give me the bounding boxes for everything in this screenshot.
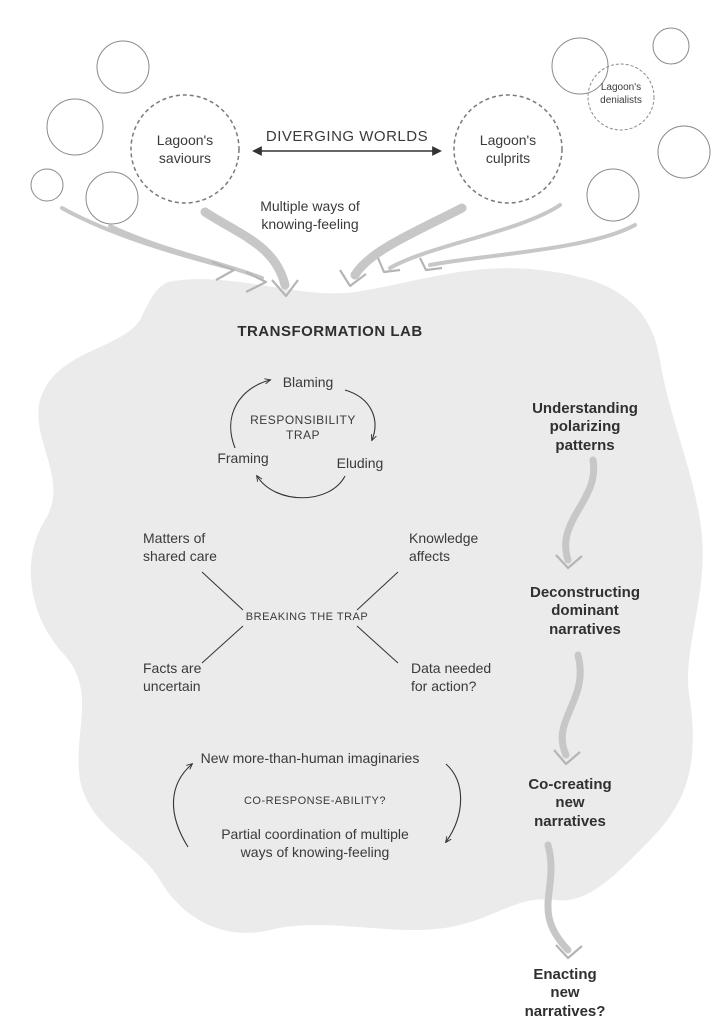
stakeholder-circle: [551, 37, 609, 95]
stakeholder-circle: [586, 168, 640, 222]
arrowhead: [555, 554, 583, 570]
shared-care-label: Matters of shared care: [143, 530, 217, 564]
diverging-worlds-label: DIVERGING WORLDS: [265, 128, 429, 145]
stakeholder-circle: [96, 40, 150, 94]
step-understanding: Understanding polarizing patterns: [532, 400, 638, 454]
trap-arc: [344, 389, 375, 440]
flow-arrow: [350, 203, 467, 280]
coordination-label: Partial coordination of multiple ways of…: [221, 826, 409, 860]
cross-line: [356, 571, 399, 611]
stakeholder-circle: [30, 168, 64, 202]
trap-center-label: RESPONSIBILITY TRAP: [250, 413, 356, 442]
arrowhead: [271, 279, 299, 298]
cross-line: [201, 625, 244, 664]
culprits-circle: [453, 94, 563, 204]
saviours-label: Lagoon's saviours: [156, 132, 214, 166]
cycle-arc: [172, 764, 192, 848]
arrowhead: [555, 944, 583, 960]
step-arrow: [558, 651, 584, 759]
knowledge-affects-label: Knowledge affects: [409, 530, 479, 564]
step-enacting: Enacting new narratives?: [524, 966, 606, 1020]
denialists-label: Lagoon's denialists: [600, 82, 642, 106]
stakeholder-circle: [46, 98, 104, 156]
denialists-circle: [587, 63, 655, 131]
trap-arc: [257, 476, 346, 499]
flow-arrow: [388, 203, 562, 270]
culprits-label: Lagoon's culprits: [479, 132, 537, 166]
arrowhead: [419, 257, 443, 272]
step-co-creating: Co-creating new narratives: [528, 776, 612, 830]
stakeholder-circle: [85, 171, 139, 225]
cross-line: [201, 571, 244, 611]
framing-label: Framing: [217, 450, 269, 466]
stakeholder-circle: [652, 27, 690, 65]
co-response-ability-label: CO-RESPONSE-ABILITY?: [243, 795, 387, 807]
facts-uncertain-label: Facts are uncertain: [143, 660, 202, 694]
arrowhead: [339, 269, 367, 288]
step-arrow: [544, 841, 572, 954]
arrowhead: [553, 749, 581, 766]
cycle-arc: [446, 763, 462, 842]
arrowhead: [245, 271, 268, 293]
step-deconstructing: Deconstructing dominant narratives: [529, 584, 640, 638]
multiple-ways-label: Multiple ways of knowing-feeling: [260, 198, 360, 232]
breaking-center-label: BREAKING THE TRAP: [245, 611, 369, 623]
trap-arc: [230, 380, 270, 449]
stakeholder-circle: [657, 125, 711, 179]
arrowhead: [376, 257, 401, 274]
arrowhead: [211, 260, 236, 281]
flow-arrow: [200, 207, 290, 290]
eluding-label: Eluding: [336, 455, 384, 471]
step-arrow: [562, 456, 598, 564]
cross-line: [356, 625, 399, 664]
flow-arrow: [428, 223, 637, 267]
lab-title: TRANSFORMATION LAB: [237, 323, 423, 340]
blaming-label: Blaming: [282, 374, 334, 390]
imaginaries-label: New more-than-human imaginaries: [200, 750, 420, 766]
saviours-circle: [130, 94, 240, 204]
data-needed-label: Data needed for action?: [411, 660, 492, 694]
